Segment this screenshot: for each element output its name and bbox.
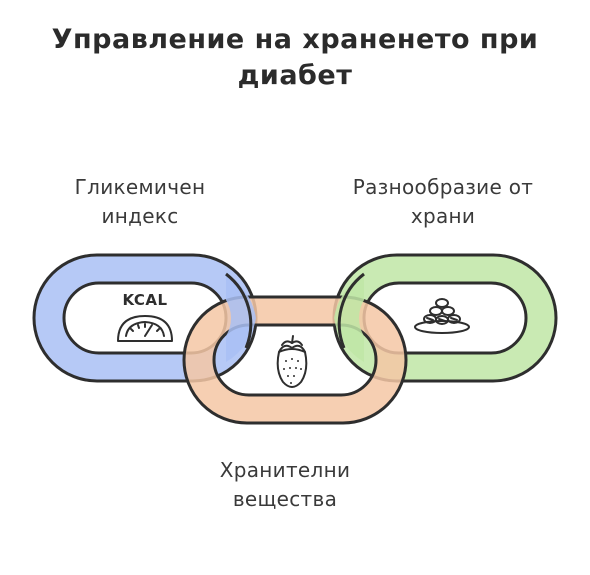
- page-title-line-1: Управление на храненето при: [51, 24, 539, 55]
- nutrients-label-line-1: Хранителни: [219, 458, 351, 482]
- strawberry-leaf-left: [281, 340, 293, 346]
- chain-link-glycemic-index-fill: [34, 255, 256, 381]
- food-variety-label-line-1: Разнообразие от: [352, 175, 534, 199]
- chain-link-food-variety-fill: [334, 255, 556, 381]
- interlock-right-outline: [337, 272, 365, 349]
- plate: [414, 320, 470, 334]
- scale-body: [117, 315, 173, 342]
- scale-tick-1: [130, 328, 134, 332]
- scale-needle: [144, 324, 153, 337]
- interlock-left-outline: [225, 272, 253, 349]
- food-variety-label-line-2: храни: [410, 204, 476, 228]
- roll-4: [429, 306, 443, 316]
- interlock-left-fill: [226, 274, 256, 362]
- chain-link-nutrients-outer: [182, 295, 408, 425]
- food-variety-label: Разнообразие от храни: [318, 173, 568, 231]
- chain-link-nutrients: [182, 295, 408, 425]
- roll-line-3: [450, 317, 458, 321]
- glycemic-index-label: Гликемичен индекс: [40, 173, 240, 231]
- strawberry-icon: [276, 335, 308, 388]
- chain-link-nutrients-inner: [212, 323, 378, 397]
- page-title-line-2: диабет: [237, 60, 353, 91]
- strawberry-leaf-right: [291, 340, 303, 346]
- scale-tick-4: [156, 328, 160, 332]
- chain-link-nutrients-fill: [184, 297, 406, 423]
- glycemic-index-label-line-2: индекс: [101, 204, 179, 228]
- strawberry-leaves: [278, 344, 306, 353]
- glycemic-index-label-line-1: Гликемичен: [74, 175, 206, 199]
- scale-dial-arc: [125, 321, 165, 337]
- kcal-text: KCAL: [122, 291, 167, 309]
- strawberry-body: [276, 348, 308, 388]
- roll-line-1: [426, 317, 434, 321]
- strawberry-seeds: [283, 358, 302, 384]
- nutrients-label: Хранителни вещества: [185, 456, 385, 514]
- scale-tick-2: [137, 324, 140, 329]
- food-plate-icon: [414, 298, 470, 334]
- strawberry-stem: [291, 335, 294, 344]
- roll-6: [435, 298, 449, 308]
- interlock-right-fill: [334, 274, 364, 362]
- roll-line-2: [438, 318, 446, 322]
- roll-3: [447, 314, 461, 324]
- nutrients-label-line-2: вещества: [232, 487, 338, 511]
- page-title: Управление на храненето при диабет: [0, 22, 590, 94]
- roll-5: [441, 306, 455, 316]
- kcal-scale-icon: KCAL: [117, 291, 173, 342]
- interlock-right-overlap: [334, 272, 365, 362]
- interlock-left-overlap: [225, 272, 256, 362]
